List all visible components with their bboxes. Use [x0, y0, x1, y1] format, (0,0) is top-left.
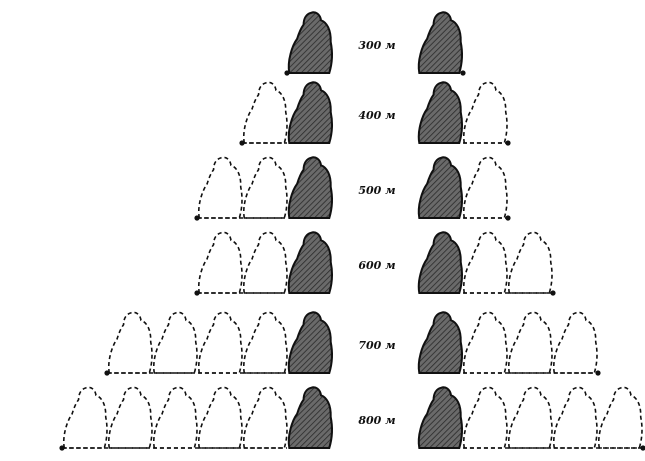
solid-figure-left — [287, 81, 334, 144]
rows-layer: 300 м 400 м 500 м 600 м 700 м 800 м — [59, 11, 645, 451]
ghost-figure-right — [462, 231, 508, 294]
end-dot-right — [460, 70, 466, 76]
distance-label: 400 м — [358, 109, 395, 122]
end-dot-left — [284, 70, 290, 76]
end-dot-right — [640, 445, 645, 451]
ghost-figure-left — [107, 311, 153, 374]
solid-figure-right — [417, 386, 464, 449]
distance-label: 500 м — [358, 184, 395, 197]
distance-row: 500 м — [194, 156, 511, 221]
solid-figure-left — [287, 11, 334, 74]
end-dot-left — [194, 215, 200, 221]
ghost-figure-left — [152, 386, 198, 449]
end-dot-left — [104, 370, 110, 376]
ghost-figure-left — [197, 156, 243, 219]
ghost-figure-left — [242, 386, 288, 449]
solid-figure-right — [417, 156, 464, 219]
solid-figure-right — [417, 11, 464, 74]
ghost-figure-left — [62, 386, 108, 449]
solid-figure-left — [287, 386, 334, 449]
ghost-figure-left — [107, 386, 153, 449]
solid-figure-right — [417, 231, 464, 294]
distance-row: 400 м — [239, 81, 511, 146]
distance-label: 800 м — [358, 414, 395, 427]
solid-figure-right — [417, 311, 464, 374]
ghost-figure-left — [197, 386, 243, 449]
solid-figure-right — [417, 81, 464, 144]
solid-figure-left — [287, 156, 334, 219]
end-dot-left — [239, 140, 245, 146]
ghost-figure-right — [462, 156, 508, 219]
ghost-figure-right — [507, 386, 553, 449]
end-dot-right — [595, 370, 601, 376]
ghost-figure-right — [552, 311, 598, 374]
distance-row: 300 м — [284, 11, 466, 76]
end-dot-left — [59, 445, 65, 451]
end-dot-right — [505, 215, 511, 221]
end-dot-right — [550, 290, 556, 296]
distance-row: 600 м — [194, 231, 556, 296]
ghost-figure-right — [462, 311, 508, 374]
ghost-figure-left — [242, 81, 288, 144]
ghost-figure-left — [197, 231, 243, 294]
distance-row: 800 м — [59, 386, 645, 451]
ghost-figure-right — [507, 311, 553, 374]
ghost-figure-left — [242, 311, 288, 374]
ghost-figure-right — [552, 386, 598, 449]
ghost-figure-left — [242, 156, 288, 219]
distance-label: 600 м — [358, 259, 395, 272]
distance-label: 300 м — [358, 39, 395, 52]
ghost-figure-right — [507, 231, 553, 294]
distance-label: 700 м — [358, 339, 395, 352]
end-dot-right — [505, 140, 511, 146]
end-dot-left — [194, 290, 200, 296]
solid-figure-left — [287, 231, 334, 294]
ghost-figure-left — [197, 311, 243, 374]
ghost-figure-left — [242, 231, 288, 294]
ghost-figure-right — [462, 81, 508, 144]
ghost-figure-right — [462, 386, 508, 449]
ghost-figure-right — [597, 386, 643, 449]
solid-figure-left — [287, 311, 334, 374]
ghost-figure-left — [152, 311, 198, 374]
distance-row: 700 м — [104, 311, 601, 376]
